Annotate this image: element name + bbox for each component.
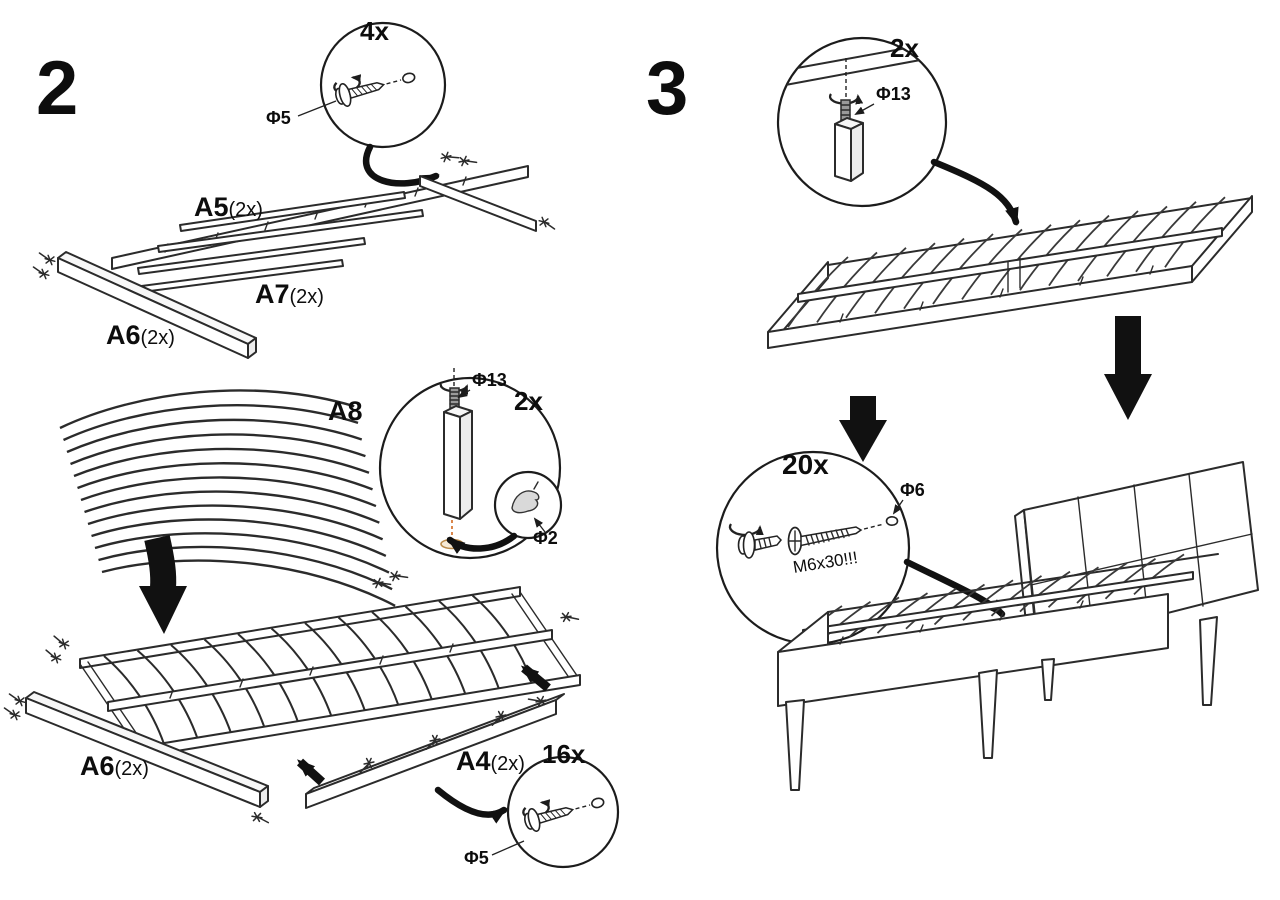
part-label-a5: A5(2x) [194,192,263,222]
screw-callout-4x: 4x Φ5 [266,16,447,189]
screw-diameter-label: Φ5 [266,108,291,128]
callout-pointer-arrow [434,786,508,824]
screw-diameter-label: Φ5 [464,848,489,868]
leader-line [892,499,904,515]
screw-icon [42,649,63,665]
phillips-cross [788,530,802,552]
leg-stud [449,387,460,409]
callout-pointer-arrow [930,158,1020,226]
side-rail-a6-end [259,785,269,808]
screw-count-label: 20x [782,449,829,480]
center-rail [111,165,529,270]
side-rail-a4-front [305,699,557,809]
stud-threads [449,391,460,405]
part-label-a7: A7(2x) [255,279,324,309]
down-arrow-icon [1104,316,1152,420]
bed-leg [785,699,805,791]
screw-icon [388,568,409,582]
screw-icon [6,693,27,707]
screw-icon [537,216,558,230]
screw-icon [50,635,71,651]
screw-icon [439,149,460,163]
screw-icon [30,266,51,280]
bracket-ticks [839,600,1084,645]
assembled-bed [777,461,1259,791]
alignment-dashed-line [863,523,885,530]
screw-callout-20x: 20x Φ6 M6x30!!! [715,449,1006,646]
part-label-a6: A6(2x) [106,320,175,350]
bracket-ticks [169,643,454,699]
slat-support-a7 [137,237,366,275]
screw-shaft [800,526,863,547]
leg-callout-2x: 2x Φ13 [776,33,1020,226]
leader-line [297,100,337,117]
frame-exploded: A5(2x) A7(2x) A6(2x) [30,149,558,359]
part-label-a4: A4(2x) [456,746,525,776]
bed-leg [1199,616,1218,706]
threads [758,537,772,549]
screw-icon [559,610,580,623]
hole-diameter-label: Φ6 [900,480,925,500]
center-rail [797,227,1223,303]
leader-line [854,103,875,115]
center-rail [107,629,553,712]
leg-count-label: 2x [514,386,543,416]
screw-icon [1,707,22,721]
leg-count-label: 2x [890,33,919,63]
leader-line [533,517,546,533]
threads [805,528,850,546]
front-rail [777,593,1169,707]
attach-arrow-icon [520,664,551,692]
center-support [1007,257,1021,293]
side-rail-a6-front [25,697,261,808]
screw-callout-16x: 16x Φ5 [434,739,620,869]
rotate-arrow-icon [728,523,764,536]
slat-support-a5 [157,209,424,253]
down-arrow-icon [139,535,187,634]
stud-diameter-label: Φ13 [472,370,507,390]
screw-icon [250,811,271,824]
callout-pointer-arrow [446,532,518,554]
screw-count-label: 4x [360,16,389,46]
part-label-a6: A6(2x) [80,751,149,781]
stud-threads [840,104,851,121]
slat-base-assembly: A6(2x) A4(2x) [1,568,581,824]
attach-arrow-icon [296,758,326,786]
cross-rail [419,175,537,232]
pilot-hole-icon [885,515,899,526]
stud-diameter-label: Φ13 [876,84,911,104]
bracket-ticks [839,265,1154,323]
side-rail-a6-end [247,337,257,359]
leader-line [491,840,525,856]
step-3: 3 2x Φ13 [646,33,1259,791]
bed-leg [1041,658,1055,701]
headboard-seams [1030,473,1253,635]
down-arrow-icon [839,396,887,462]
leg-front [834,123,852,182]
leader-line [457,389,471,399]
leg-side [850,122,864,182]
slat-support-a5 [179,191,406,232]
pad-tick [533,481,539,490]
screw-count-label: 16x [542,739,586,769]
part-label-a8: A8 [328,396,363,426]
step2-number: 2 [36,46,78,131]
screw-icon [36,252,57,266]
bed-leg [978,669,998,759]
felt-pad-detail [511,490,540,514]
leg-side [459,410,473,520]
step3-number: 3 [646,46,688,131]
pad-diameter-label: Φ2 [533,528,558,548]
screw-icon [457,153,478,167]
screw-tip [754,535,783,551]
front-rail [767,265,1193,349]
leg-front [443,411,461,520]
leg-callout-2x: Φ13 2x Φ2 [378,368,563,560]
step-2: 2 4x Φ5 A5(2x) A [1,16,620,869]
washer-icon [742,531,756,559]
slat-base [767,195,1253,349]
